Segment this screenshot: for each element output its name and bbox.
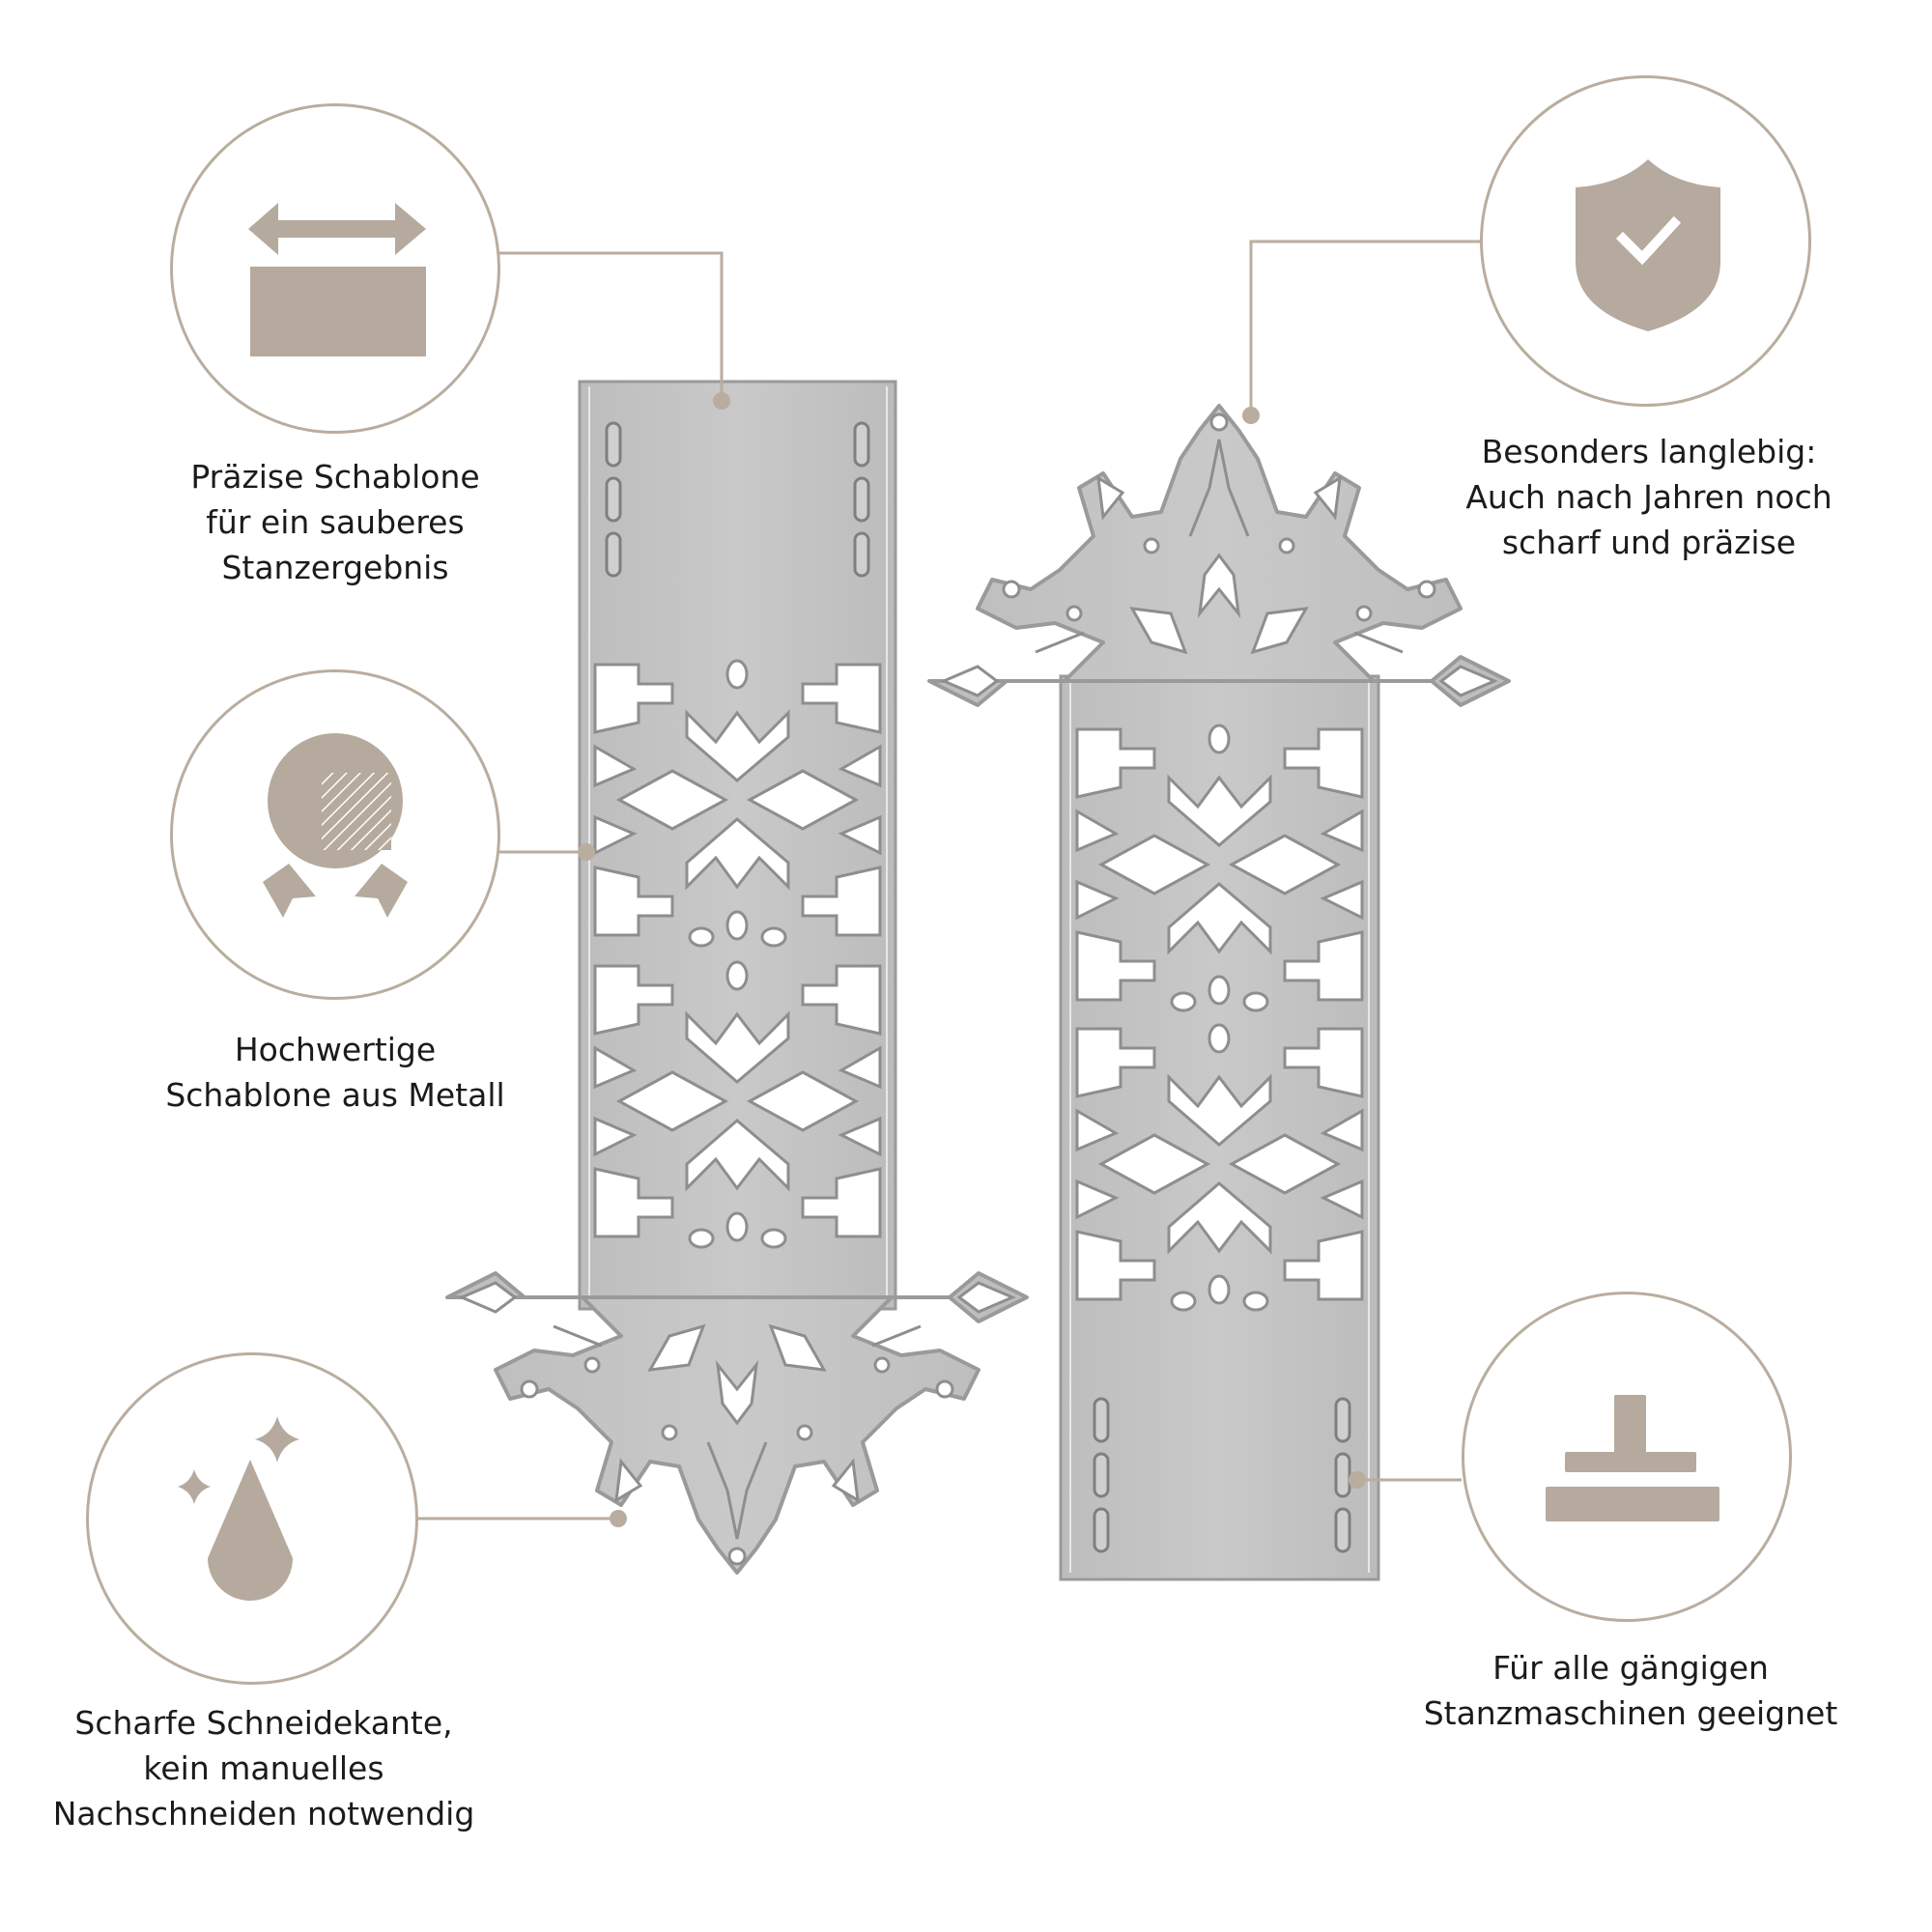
left-die bbox=[445, 380, 1029, 1575]
feature-caption-metal: Hochwertige Schablone aus Metall bbox=[165, 1031, 505, 1114]
press-machine-icon bbox=[1546, 1395, 1719, 1521]
feature-circle-sharp bbox=[86, 1352, 418, 1685]
feature-caption-compatible: Für alle gängigen Stanzmaschinen geeigne… bbox=[1423, 1649, 1838, 1732]
feature-circle-precision bbox=[170, 103, 500, 434]
award-badge-icon bbox=[263, 733, 408, 918]
connector-lines bbox=[417, 240, 1480, 1520]
feature-caption-sharp: Scharfe Schneidekante, kein manuelles Na… bbox=[52, 1704, 475, 1833]
sparkle-drop-icon bbox=[178, 1416, 299, 1602]
feature-caption-durable: Besonders langlebig: Auch nach Jahren no… bbox=[1465, 433, 1833, 561]
shield-check-icon bbox=[1576, 159, 1720, 331]
feature-circle-compatible bbox=[1462, 1292, 1792, 1622]
connector-dots bbox=[578, 392, 1366, 1527]
feature-circle-metal bbox=[170, 669, 500, 1000]
feature-caption-precision: Präzise Schablone für ein sauberes Stanz… bbox=[190, 458, 480, 586]
right-die bbox=[927, 404, 1511, 1581]
width-arrow-rectangle-icon bbox=[248, 203, 426, 356]
feature-circle-durable bbox=[1480, 75, 1811, 407]
